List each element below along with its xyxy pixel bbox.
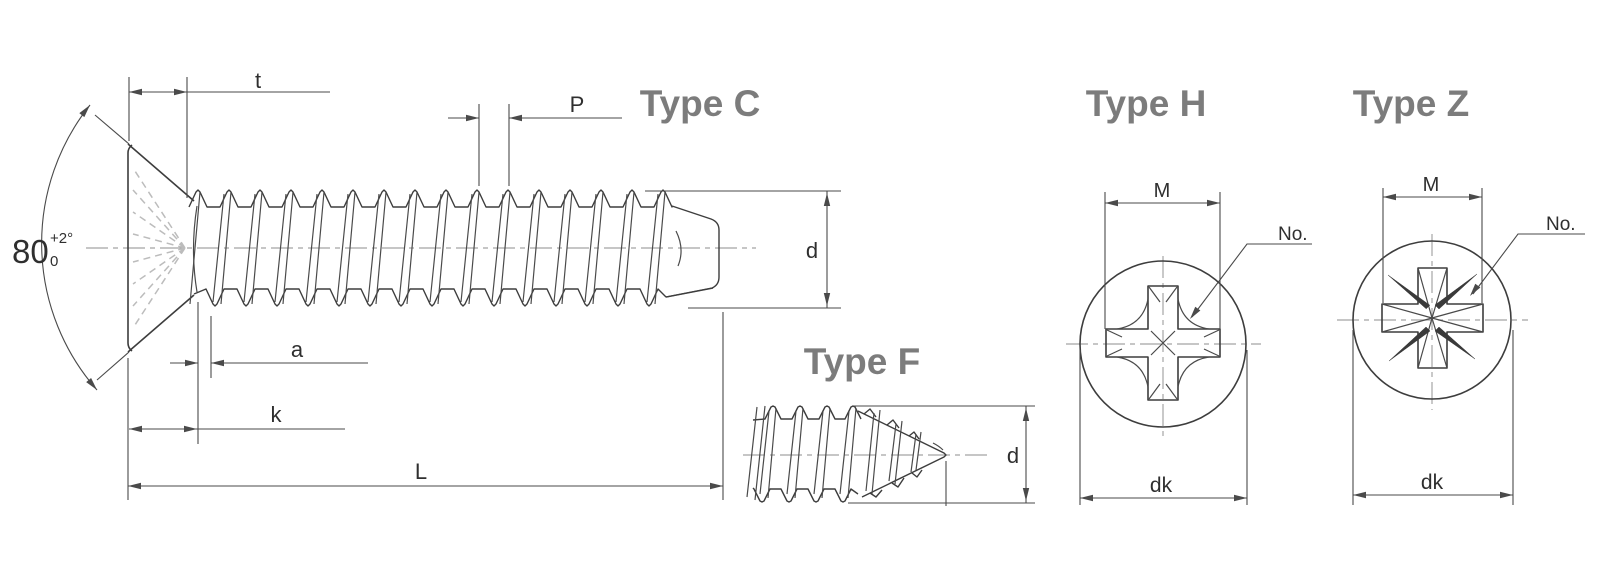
arrowhead (823, 293, 831, 306)
type-f-title: Type F (804, 341, 921, 382)
arrowhead (1022, 488, 1030, 501)
arrowhead (1469, 193, 1482, 201)
z-pozi-spike-topright (1434, 273, 1478, 310)
type-z-title: Type Z (1353, 83, 1470, 124)
t-extension-lines (128, 77, 188, 198)
h-phillips-corner-ticks (1106, 286, 1220, 400)
arrowhead (129, 88, 142, 96)
arrowhead (1022, 408, 1030, 421)
recess-view-type-h: M No. dk Type H (1066, 83, 1312, 505)
h-m-extension-lines (1104, 192, 1221, 329)
z-pozi-spike-bottomright (1434, 326, 1476, 360)
z-head-circle (1352, 240, 1512, 400)
recess-view-type-z: M No. dk Type Z (1337, 83, 1585, 505)
f-cone-flank-lines (865, 409, 922, 495)
f-left-edge-lines (746, 405, 766, 501)
t-dim-label: t (255, 68, 261, 93)
h-dk-extension-lines (1079, 350, 1248, 505)
a-dim-label: a (291, 337, 304, 362)
h-no-label: No. (1278, 224, 1308, 245)
f-thread-bottom-profile (752, 487, 859, 503)
angle-extension-bottom (96, 351, 130, 381)
arrowhead (1383, 193, 1396, 201)
arrowhead (185, 359, 198, 367)
angle-upper-tolerance: +2° (50, 230, 73, 247)
arrowhead (509, 114, 522, 122)
f-tip-curl (932, 442, 944, 451)
z-pozi-web-lines (1381, 267, 1484, 369)
head-cone-bottom-edge (127, 294, 195, 353)
h-dk-dim-label: dk (1150, 474, 1173, 497)
z-no-leader-line (1472, 233, 1585, 295)
p-dim-label: P (570, 92, 585, 117)
blunt-point-outline (665, 205, 720, 298)
z-dk-extension-lines (1352, 330, 1514, 505)
h-phillips-fillet-arcs (1116, 298, 1210, 388)
z-pozi-spike-bottomleft (1388, 326, 1431, 362)
h-phillips-center-x (1150, 330, 1176, 356)
arrowhead (1500, 491, 1513, 499)
h-no-leader-line (1191, 243, 1312, 318)
k-dim-label: k (271, 402, 283, 427)
angle-extension-top (94, 114, 130, 145)
f-d-dim-label: d (1007, 443, 1019, 468)
d-dim-label: d (806, 238, 818, 263)
type-c-title: Type C (640, 83, 761, 124)
arrowhead (710, 482, 723, 490)
point-runout-curve (675, 230, 682, 267)
p-extension-lines (478, 104, 510, 186)
arrowhead (1470, 283, 1481, 296)
z-dk-dim-label: dk (1421, 471, 1444, 494)
arrowhead (823, 193, 831, 206)
head-thread-runout-curve (192, 205, 198, 293)
l-dim-label: L (415, 459, 427, 484)
arrowhead (466, 114, 479, 122)
h-head-circle (1079, 260, 1247, 428)
head-cone-top-edge (127, 143, 195, 202)
dimension-arrowheads (79, 88, 1513, 502)
arrowhead (79, 105, 90, 118)
arrowhead (86, 377, 97, 390)
angle-value-label: 80 (12, 233, 49, 270)
d-extension-lines (645, 190, 841, 309)
side-view: 80 +2° 0 t P a k L d Type C (12, 68, 841, 500)
point-view-type-f: d Type F (743, 341, 1035, 506)
arrowhead (211, 359, 224, 367)
arrowhead (174, 88, 187, 96)
z-m-dim-label: M (1423, 174, 1440, 196)
h-phillips-cross-outline (1105, 285, 1221, 401)
type-h-title: Type H (1086, 83, 1207, 124)
head-left-face (127, 144, 133, 352)
angle-arc (41, 104, 98, 391)
f-d-extension-lines (848, 405, 1035, 504)
arrowhead (1190, 306, 1201, 319)
arrowhead (1353, 491, 1366, 499)
head-recess-hidden-lines (132, 167, 186, 329)
arrowhead (1207, 199, 1220, 207)
arrowhead (128, 482, 141, 490)
z-no-label: No. (1546, 214, 1576, 235)
thread-flank-lines (189, 191, 666, 305)
z-m-extension-lines (1382, 188, 1483, 303)
h-m-dim-label: M (1154, 180, 1171, 202)
arrowhead (1105, 199, 1118, 207)
arrowhead (184, 425, 197, 433)
angle-lower-tolerance: 0 (50, 253, 58, 270)
arrowhead (1234, 494, 1247, 502)
f-thread-flank-lines (759, 407, 857, 499)
arrowhead (129, 425, 142, 433)
z-pozi-spike-topleft (1387, 274, 1431, 310)
arrowhead (1080, 494, 1093, 502)
f-cone-thread-bumps (863, 408, 923, 498)
